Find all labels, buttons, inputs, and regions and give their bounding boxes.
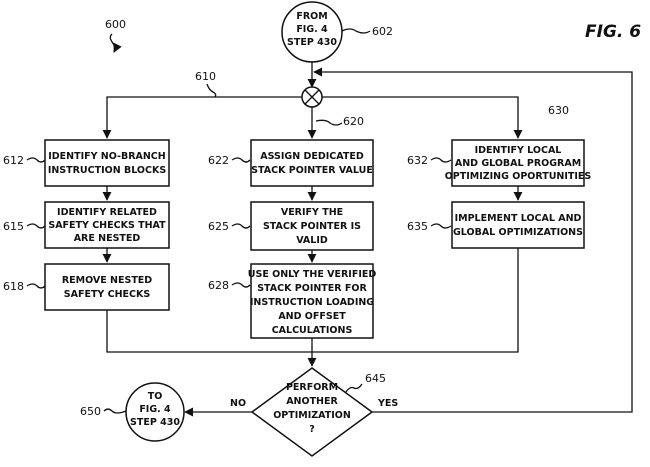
svg-text:VALID: VALID <box>296 235 328 246</box>
svg-text:SAFETY CHECKS: SAFETY CHECKS <box>64 289 151 300</box>
box-use-verified-stack-pointer: USE ONLY THE VERIFIED STACK POINTER FOR … <box>248 263 377 339</box>
ref-630: 630 <box>548 104 569 117</box>
svg-text:IDENTIFY RELATED: IDENTIFY RELATED <box>57 207 157 218</box>
branch-left <box>102 96 302 139</box>
ref-632-leader <box>430 157 452 163</box>
ref-610: 610 <box>195 70 216 83</box>
svg-text:STEP 430: STEP 430 <box>130 417 180 428</box>
ref-622: 622 <box>208 154 229 167</box>
svg-text:CALCULATIONS: CALCULATIONS <box>272 325 353 336</box>
start-terminal: FROM FIG. 4 STEP 430 <box>281 1 343 63</box>
decision-diamond: PERFORM ANOTHER OPTIMIZATION ? <box>250 367 374 457</box>
ref-628-leader <box>231 282 251 288</box>
svg-text:TO: TO <box>148 391 163 402</box>
end-terminal: TO FIG. 4 STEP 430 <box>125 382 185 442</box>
svg-text:AND OFFSET: AND OFFSET <box>278 311 346 322</box>
box-identify-no-branch: IDENTIFY NO-BRANCH INSTRUCTION BLOCKS <box>44 139 170 187</box>
ref-615: 615 <box>3 220 24 233</box>
box-remove-nested-safety-checks: REMOVE NESTED SAFETY CHECKS <box>44 263 170 311</box>
svg-text:PERFORM: PERFORM <box>286 382 338 393</box>
svg-text:ARE NESTED: ARE NESTED <box>74 233 141 244</box>
box-identify-related-safety-checks: IDENTIFY RELATED SAFETY CHECKS THAT ARE … <box>44 201 170 249</box>
ref-650-leader <box>103 408 127 414</box>
ref-612: 612 <box>3 154 24 167</box>
merge-right <box>312 248 519 353</box>
svg-text:?: ? <box>309 424 315 435</box>
ref-632: 632 <box>407 154 428 167</box>
label-yes: YES <box>377 398 398 409</box>
ref-602: 602 <box>372 25 393 38</box>
ref-635-leader <box>430 223 452 229</box>
box-assign-stack-pointer: ASSIGN DEDICATED STACK POINTER VALUE <box>250 139 374 187</box>
ref-620-leader <box>315 119 343 126</box>
connector-yes-loop <box>313 67 633 413</box>
ref-602-leader <box>341 28 371 34</box>
svg-text:INSTRUCTION LOADING: INSTRUCTION LOADING <box>250 297 374 308</box>
ref-610-leader <box>206 83 217 98</box>
ref-612-leader <box>26 157 46 163</box>
svg-text:FIG. 4: FIG. 4 <box>296 24 328 35</box>
svg-text:SAFETY CHECKS THAT: SAFETY CHECKS THAT <box>48 220 166 231</box>
box-implement-optimizations: IMPLEMENT LOCAL AND GLOBAL OPTIMIZATIONS <box>451 201 585 249</box>
label-no: NO <box>230 398 246 409</box>
svg-text:STACK POINTER IS: STACK POINTER IS <box>263 221 361 232</box>
svg-text:STEP 430: STEP 430 <box>287 37 337 48</box>
merge-left <box>106 310 312 353</box>
ref-618: 618 <box>3 280 24 293</box>
svg-text:INSTRUCTION BLOCKS: INSTRUCTION BLOCKS <box>48 165 167 176</box>
svg-text:IMPLEMENT LOCAL AND: IMPLEMENT LOCAL AND <box>455 213 582 224</box>
svg-text:ASSIGN DEDICATED: ASSIGN DEDICATED <box>260 151 364 162</box>
ref-600: 600 <box>105 18 126 31</box>
figure-label: FIG. 6 <box>585 22 641 42</box>
svg-text:USE ONLY THE VERIFIED: USE ONLY THE VERIFIED <box>248 269 377 280</box>
ref-635: 635 <box>407 220 428 233</box>
svg-text:AND GLOBAL PROGRAM: AND GLOBAL PROGRAM <box>455 158 581 169</box>
ref-645-leader <box>345 383 363 393</box>
box-identify-optimizing-opportunities: IDENTIFY LOCAL AND GLOBAL PROGRAM OPTIMI… <box>445 139 592 187</box>
svg-text:GLOBAL OPTIMIZATIONS: GLOBAL OPTIMIZATIONS <box>453 227 583 238</box>
junction-node <box>301 86 323 108</box>
ref-650: 650 <box>80 405 101 418</box>
ref-600-pointer <box>109 33 122 53</box>
svg-text:STACK POINTER FOR: STACK POINTER FOR <box>257 283 367 294</box>
ref-618-leader <box>26 283 46 289</box>
svg-text:OPTIMIZING OPORTUNITIES: OPTIMIZING OPORTUNITIES <box>445 171 592 182</box>
svg-text:ANOTHER: ANOTHER <box>286 396 338 407</box>
svg-text:VERIFY THE: VERIFY THE <box>281 207 343 218</box>
svg-text:OPTIMIZATION: OPTIMIZATION <box>273 410 351 421</box>
ref-625: 625 <box>208 220 229 233</box>
ref-645: 645 <box>365 372 386 385</box>
svg-text:FIG. 4: FIG. 4 <box>139 404 171 415</box>
ref-622-leader <box>231 157 251 163</box>
svg-text:FROM: FROM <box>296 11 327 22</box>
ref-615-leader <box>26 223 46 229</box>
branch-right <box>322 96 523 139</box>
ref-625-leader <box>231 223 251 229</box>
svg-text:STACK POINTER VALUE: STACK POINTER VALUE <box>251 165 373 176</box>
ref-620: 620 <box>343 115 364 128</box>
box-verify-stack-pointer: VERIFY THE STACK POINTER IS VALID <box>250 201 374 251</box>
svg-text:IDENTIFY LOCAL: IDENTIFY LOCAL <box>475 145 562 156</box>
svg-text:REMOVE NESTED: REMOVE NESTED <box>62 275 152 286</box>
svg-text:IDENTIFY NO-BRANCH: IDENTIFY NO-BRANCH <box>48 151 166 162</box>
ref-628: 628 <box>208 279 229 292</box>
